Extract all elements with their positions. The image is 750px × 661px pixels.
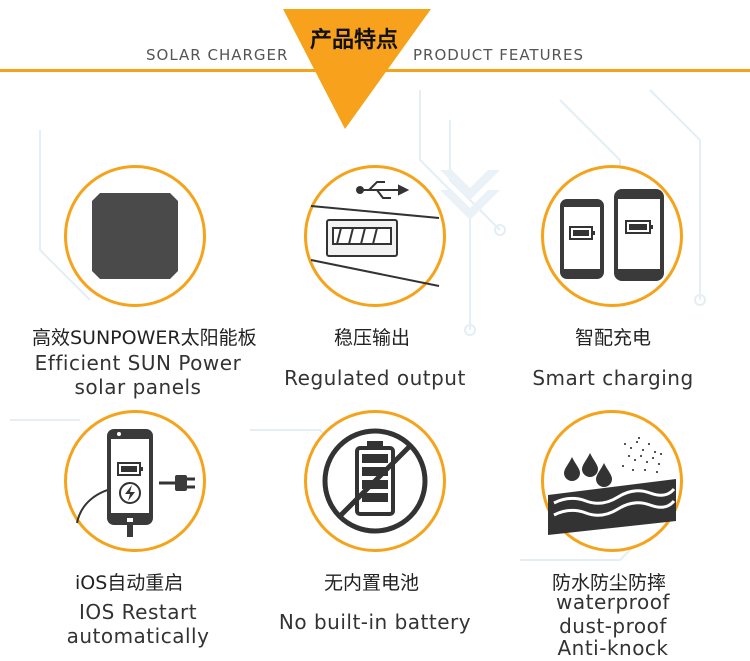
solar-panel-circle (64, 165, 206, 307)
waterproof-circle (541, 410, 683, 552)
feature-5-en-line-1: No built-in battery (278, 610, 472, 634)
feature-6-en-line-3: Anti-knock (557, 636, 669, 660)
solar-panel-icon (92, 193, 178, 279)
feature-2-cn: 稳压输出 (334, 327, 411, 349)
header-right-label: PRODUCT FEATURES (413, 46, 584, 64)
two-phones-icon (560, 189, 664, 281)
feature-6-cn: 防水防尘防摔 (552, 572, 667, 594)
header-left-label: SOLAR CHARGER (146, 46, 289, 64)
waterproof-layer-icon (548, 437, 676, 535)
feature-6-en-line-2: dust-proof (559, 614, 667, 638)
usb-port-icon (310, 181, 440, 287)
feature-1-en-line-2: solar panels (74, 375, 202, 399)
feature-4-en-line-2: automatically (66, 624, 210, 648)
two-phones-circle (541, 165, 683, 307)
feature-4-en-line-1: IOS Restart (78, 600, 198, 624)
no-battery-icon (322, 428, 428, 534)
feature-3-cn: 智配充电 (575, 327, 652, 349)
feature-4-cn: iOS自动重启 (75, 572, 184, 594)
feature-2-en-line-1: Regulated output (284, 366, 466, 390)
feature-5-cn: 无内置电池 (324, 572, 420, 594)
no-battery-circle (304, 410, 446, 552)
feature-3-en-line-1: Smart charging (532, 366, 694, 390)
feature-1-en-line-1: Efficient SUN Power (34, 351, 242, 375)
usb-port-circle (304, 165, 446, 307)
phone-restart-icon (76, 429, 195, 537)
phone-restart-circle (64, 410, 206, 552)
header-triangle-badge (283, 9, 431, 129)
feature-6-en-line-1: waterproof (556, 590, 670, 614)
feature-1-cn: 高效SUNPOWER太阳能板 (32, 327, 257, 349)
header-title: 产品特点 (309, 28, 398, 53)
